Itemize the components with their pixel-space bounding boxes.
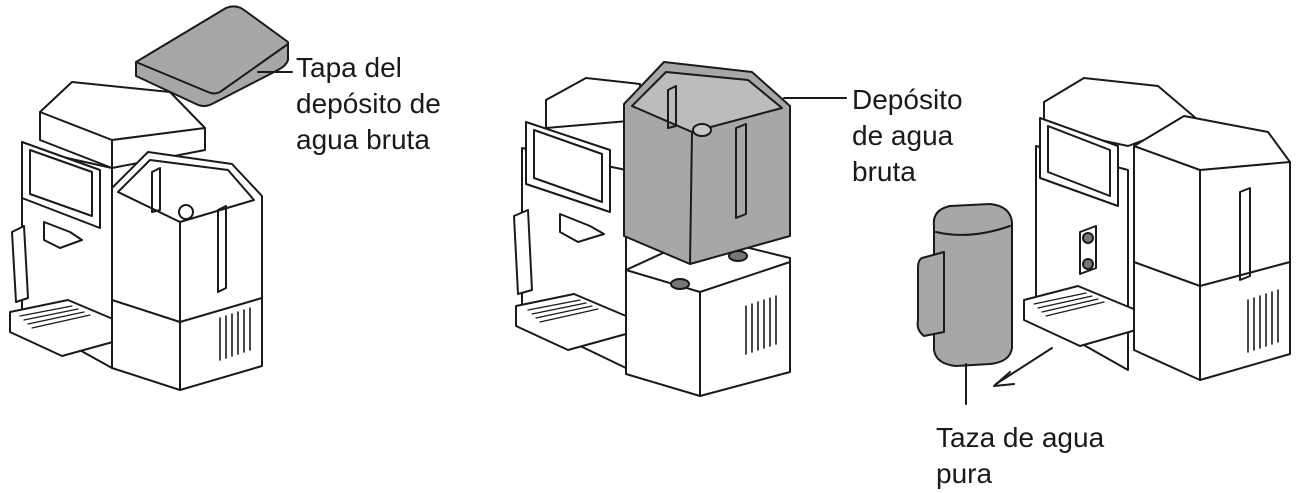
cup-rim (935, 225, 1011, 236)
label-line: Depósito (852, 84, 963, 115)
lid-top-edge (135, 43, 289, 95)
drip-tray-grill (19, 305, 91, 329)
cup-handle (916, 251, 945, 337)
label-line: Tapa del (296, 52, 402, 83)
tank-inner-rim (631, 71, 783, 133)
figure-tank-removal (513, 61, 847, 397)
upper-housing (39, 81, 206, 169)
drip-tray-grill (527, 299, 599, 323)
tank-compartment (111, 151, 263, 391)
display-screen-inner (533, 129, 603, 203)
label-line: Taza de agua (936, 422, 1105, 453)
display-screen (525, 121, 611, 213)
removal-direction-arrow (993, 347, 1053, 387)
pure-water-cup (932, 203, 1013, 367)
dispenser-nozzle (559, 213, 605, 243)
display-screen-inner (29, 149, 93, 217)
dispenser-nozzle (43, 221, 83, 249)
outlet-valve-bottom (1082, 258, 1094, 270)
outlet-port (1079, 225, 1097, 275)
float-cap (178, 204, 194, 220)
figure-cup-removal (916, 77, 1291, 405)
float-valve (151, 167, 161, 213)
display-screen (1039, 117, 1119, 207)
label-line: depósito de (296, 88, 441, 119)
label-line: de agua (852, 120, 954, 151)
tank-compartment-band (1133, 261, 1291, 287)
display-screen-inner (1047, 125, 1111, 197)
raw-water-tank-lid-label: Tapa del depósito de agua bruta (296, 50, 441, 158)
label-line: pura (936, 458, 993, 489)
label-line: bruta (852, 156, 916, 187)
float-cap (692, 123, 712, 137)
base-socket-left (670, 278, 690, 290)
tank-handle (1239, 187, 1251, 281)
outlet-valve-top (1082, 232, 1094, 244)
level-window (217, 205, 227, 293)
figure-lid-removal (9, 5, 293, 391)
label-line: agua bruta (296, 124, 430, 155)
tank-handle (735, 123, 747, 219)
float-valve (667, 85, 677, 129)
raw-water-tank-label: Depósito de agua bruta (852, 82, 963, 190)
air-vents (745, 295, 777, 355)
tank-compartment-band (111, 297, 263, 323)
side-handle (513, 209, 533, 295)
raw-water-tank-lid (135, 5, 289, 107)
side-handle (11, 225, 29, 303)
tank-base (625, 235, 791, 397)
air-vents (1247, 289, 1279, 353)
tank-front-edge (689, 131, 693, 265)
drip-tray-grill (1033, 292, 1105, 317)
display-screen (21, 141, 101, 229)
tank-compartment (1133, 115, 1291, 381)
pure-water-cup-label: Taza de agua pura (936, 420, 1104, 492)
air-vents (219, 307, 251, 361)
tank-compartment-rim (117, 159, 255, 223)
